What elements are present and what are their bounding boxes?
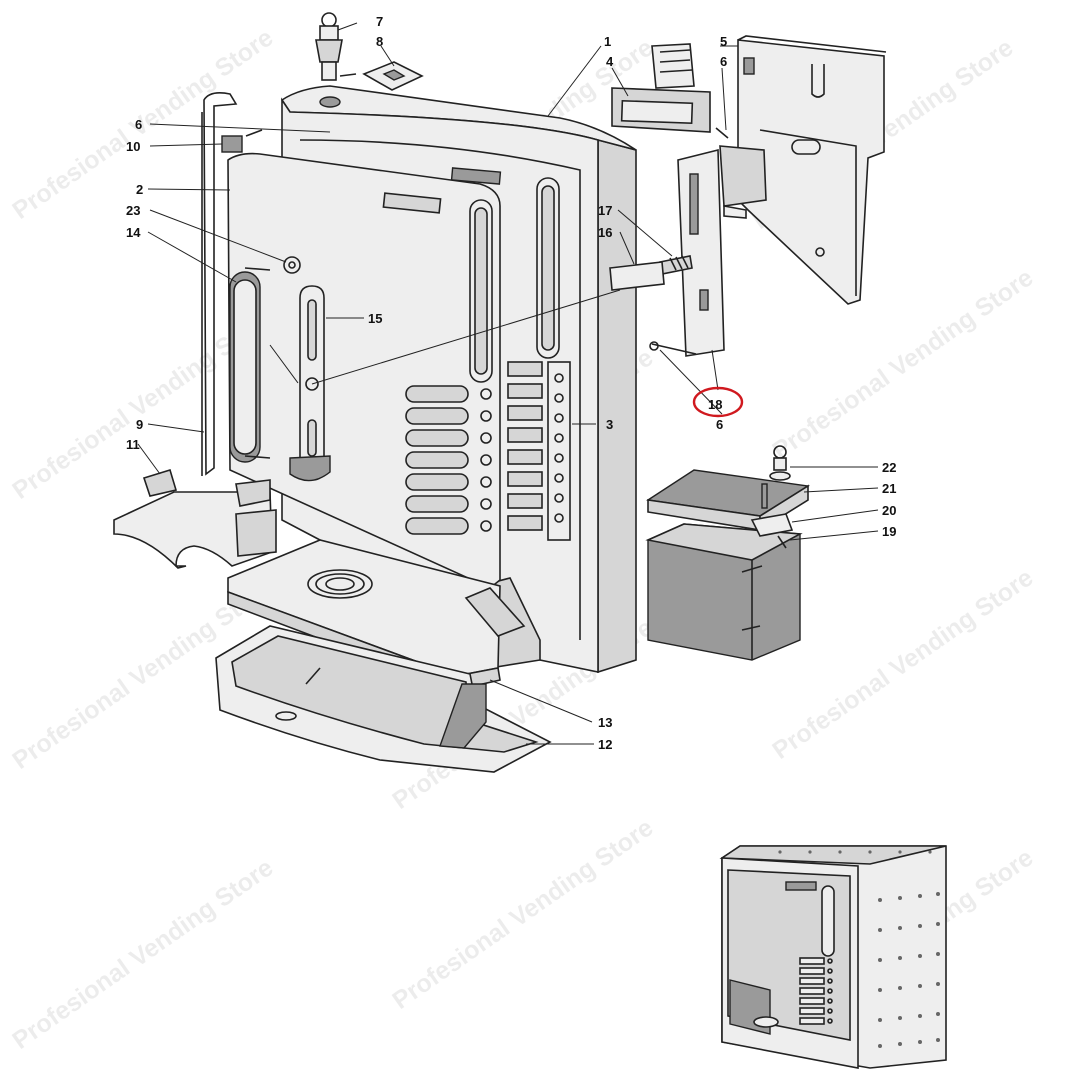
part-label-10: 10	[126, 139, 140, 154]
drip-tray	[215, 625, 552, 773]
part-label-17: 17	[598, 203, 612, 218]
part-label-12: 12	[598, 737, 612, 752]
washer-part-23	[283, 256, 301, 274]
part-number-labels: 7 8 1 4 5 6 6 10 2 23 14 15 9 11 3 17 16…	[126, 14, 896, 752]
coin-box-key-lock	[769, 445, 791, 549]
part-label-18: 18	[708, 397, 722, 412]
part-label-4: 4	[606, 54, 614, 69]
door-handle	[229, 267, 271, 463]
lever-arm	[269, 285, 621, 482]
coin-mechanism-bracket	[609, 145, 767, 357]
part-label-8: 8	[376, 34, 383, 49]
selection-button-column	[554, 373, 564, 523]
part-label-13: 13	[598, 715, 612, 730]
hinge-rod	[201, 92, 238, 476]
highlight-ring-part-18	[692, 386, 744, 418]
watermark-text: Profesional Vending Store	[387, 813, 658, 1014]
door-selection-buttons	[405, 385, 492, 535]
part-label-23: 23	[126, 203, 140, 218]
inset-vent-holes	[778, 850, 940, 1048]
coin-box-lid	[646, 469, 811, 532]
coin-box	[645, 523, 803, 661]
part-label-22: 22	[882, 460, 896, 475]
part-label-6: 6	[716, 417, 723, 432]
lock-cylinder	[315, 12, 357, 81]
part-label-6: 6	[135, 117, 142, 132]
part-label-16: 16	[598, 225, 612, 240]
inset-button-column	[799, 957, 833, 1025]
drip-tray-grid	[227, 539, 526, 691]
part-label-15: 15	[368, 311, 382, 326]
selection-slot-column	[507, 361, 543, 531]
part-label-19: 19	[882, 524, 896, 539]
part-label-21: 21	[882, 481, 896, 496]
part-label-20: 20	[882, 503, 896, 518]
part-label-11: 11	[126, 437, 140, 452]
watermark-text: Profesional Vending Store	[7, 853, 278, 1054]
part-label-1: 1	[604, 34, 611, 49]
watermark-text: Profesional Vending Store	[767, 563, 1038, 764]
lock-plate	[362, 61, 424, 91]
part-label-6: 6	[720, 54, 727, 69]
front-door-panel	[227, 152, 501, 589]
display-module	[611, 43, 729, 139]
cup-holder-bracket	[113, 468, 277, 569]
watermark-text: Profesional Vending Store	[767, 263, 1038, 464]
part-label-2: 2	[136, 182, 143, 197]
part-label-9: 9	[136, 417, 143, 432]
coin-box-latch	[750, 483, 794, 537]
part-label-5: 5	[720, 34, 727, 49]
assembled-machine-inset	[719, 845, 947, 1069]
part-label-7: 7	[376, 14, 383, 29]
catch-part-10	[221, 129, 263, 153]
leader-lines	[137, 22, 879, 745]
part-label-14: 14	[126, 225, 141, 240]
part-label-3: 3	[606, 417, 613, 432]
